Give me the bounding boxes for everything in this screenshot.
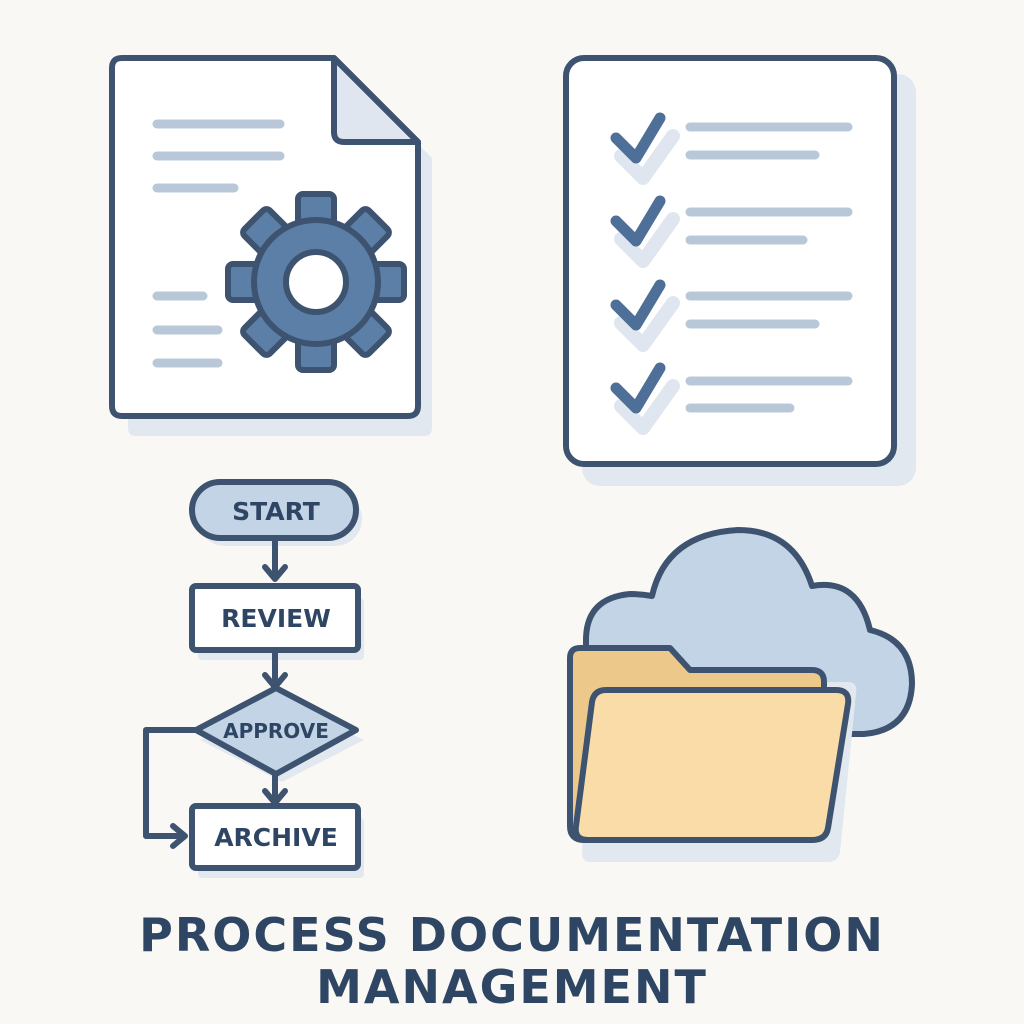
flow-node-start: START — [189, 479, 359, 541]
checkmark-shadow — [614, 296, 680, 352]
checkmark-shadow — [614, 212, 680, 268]
page-title-line-1: PROCESS DOCUMENTATION — [139, 908, 885, 962]
checklist-item — [610, 362, 853, 435]
checklist-item — [610, 112, 853, 185]
gear-hole — [283, 249, 349, 315]
flowchart: START REVIEW APPROVE ARCHIVE — [143, 479, 364, 878]
review-node-label: REVIEW — [221, 604, 331, 633]
start-node-shape — [189, 479, 359, 541]
checklist-item — [610, 195, 853, 268]
start-node-label: START — [232, 497, 320, 526]
review-node-shape — [189, 583, 361, 653]
document-text-lines — [152, 119, 285, 368]
cloud-folder-icon — [567, 527, 915, 862]
arrowhead-down-icon — [262, 564, 288, 582]
flow-node-approve: APPROVE — [193, 685, 359, 777]
checkmark-icon — [610, 195, 666, 247]
checkmark-icon — [610, 112, 666, 164]
checkmark-shadow — [614, 379, 680, 435]
checkmark-icon — [610, 279, 666, 331]
checklist-item — [610, 279, 853, 352]
document-gear-icon — [109, 55, 432, 436]
archive-node-label: ARCHIVE — [214, 823, 338, 852]
approve-node-shape — [193, 685, 359, 777]
checklist-icon — [563, 55, 916, 486]
flow-node-review: REVIEW — [189, 583, 361, 653]
checkmark-icon — [610, 362, 666, 414]
checkmark-shadow — [614, 129, 680, 185]
approve-node-label: APPROVE — [223, 719, 329, 743]
folder-icon — [572, 687, 852, 843]
page-title-line-2: MANAGEMENT — [316, 960, 708, 1014]
connector-approve-archive-loop — [143, 727, 205, 839]
flow-node-archive: ARCHIVE — [189, 803, 361, 871]
archive-node-shape — [189, 803, 361, 871]
gear-icon — [225, 191, 407, 373]
arrowhead-right-icon — [170, 823, 188, 849]
document-page-fold — [331, 55, 421, 145]
